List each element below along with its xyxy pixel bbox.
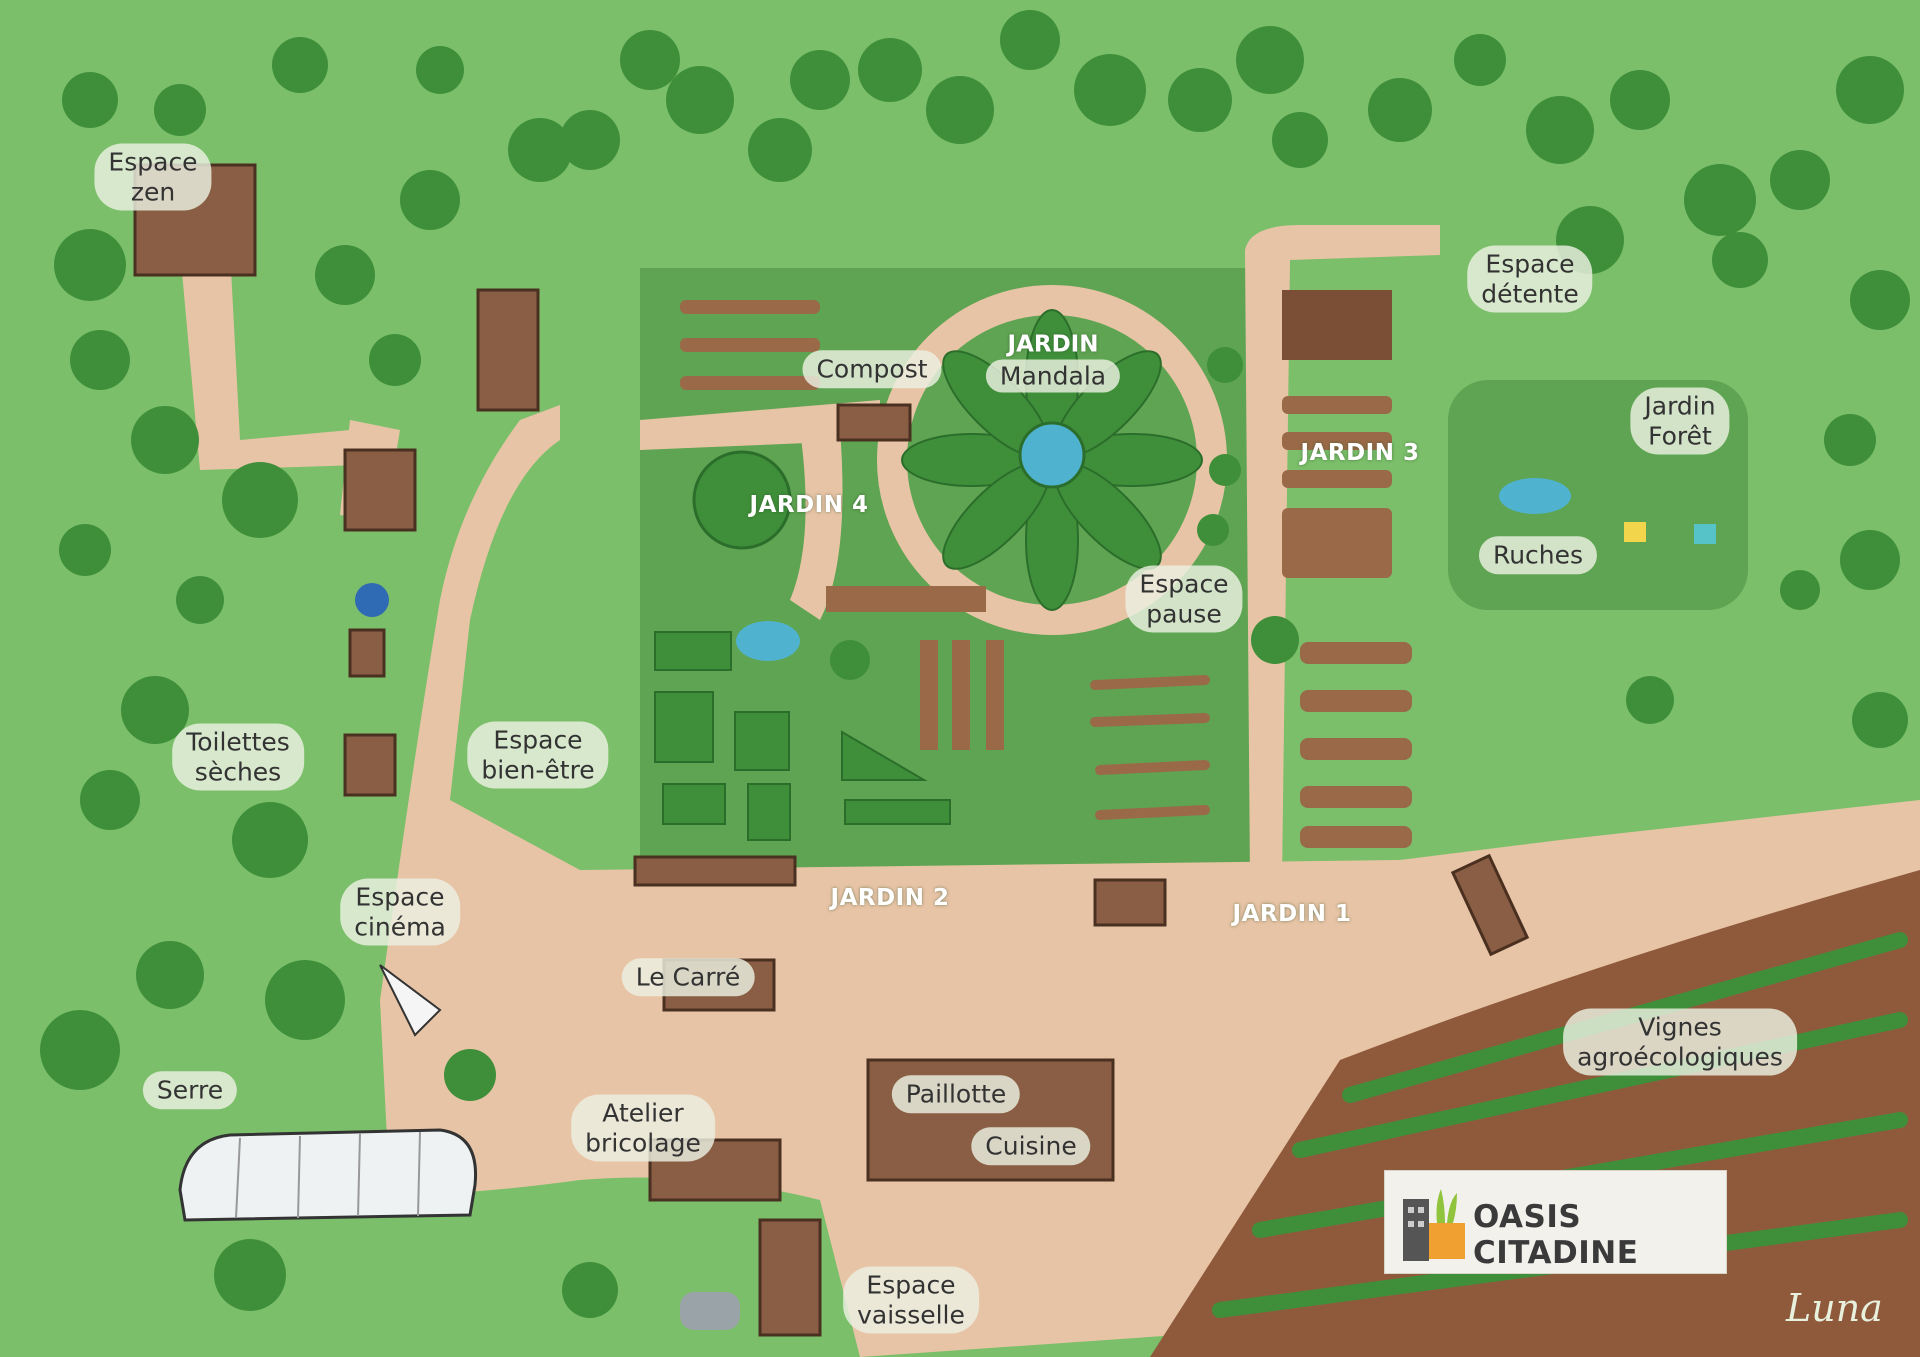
jardin4-pond <box>736 621 800 661</box>
logo-text: OASIS CITADINE <box>1473 1199 1639 1271</box>
label-espace-vaisselle[interactable]: Espace vaisselle <box>843 1266 979 1334</box>
label-serre[interactable]: Serre <box>142 1071 238 1109</box>
artist-signature: Luna <box>1786 1286 1883 1330</box>
label-line: pause <box>1146 599 1222 628</box>
mandala-pond <box>1018 421 1086 489</box>
label-line: cinéma <box>354 912 446 941</box>
jardin4-round-bed <box>692 450 792 550</box>
label-line: bien-être <box>481 755 595 784</box>
garden-title: JARDIN <box>1007 331 1099 358</box>
cinema-screen <box>379 964 442 1037</box>
label-atelier-bricolage[interactable]: Atelier bricolage <box>571 1094 715 1162</box>
label-toilettes-seches[interactable]: Toilettes sèches <box>172 723 304 791</box>
mandala-path-ring <box>877 285 1227 635</box>
mandala-garden <box>901 309 1203 611</box>
label-text: Compost <box>816 354 928 384</box>
jardin4-beds <box>654 631 791 841</box>
label-line: Espace <box>108 147 198 177</box>
label-jardin-1[interactable]: JARDIN 1 <box>1232 901 1352 927</box>
label-paillotte[interactable]: Paillotte <box>891 1075 1021 1113</box>
label-line: Forêt <box>1648 421 1712 450</box>
label-line: Jardin <box>1644 391 1716 421</box>
label-jardin-3[interactable]: JARDIN 3 <box>1300 440 1420 466</box>
label-jardin-2[interactable]: JARDIN 2 <box>830 885 950 911</box>
water-tank <box>680 1292 740 1330</box>
label-line: bricolage <box>585 1128 701 1157</box>
label-line: Espace <box>493 725 583 755</box>
label-line: Espace <box>355 882 445 912</box>
logo-icon <box>1403 1189 1465 1261</box>
water-tank <box>355 583 389 617</box>
label-espace-pause[interactable]: Espace pause <box>1125 565 1243 633</box>
label-line: Espace <box>1139 569 1229 599</box>
jardin4-rows <box>680 300 820 390</box>
label-text: Ruches <box>1492 540 1584 570</box>
label-line: zen <box>130 177 176 206</box>
label-vignes[interactable]: Vignes agroécologiques <box>1563 1008 1797 1076</box>
label-line: Toilettes <box>186 727 290 757</box>
oasis-citadine-logo: OASIS CITADINE <box>1384 1170 1727 1274</box>
label-espace-detente[interactable]: Espace détente <box>1467 245 1593 313</box>
garden-name: Mandala <box>985 359 1121 393</box>
label-espace-zen[interactable]: Espace zen <box>94 143 212 211</box>
label-le-carre[interactable]: Le Carré <box>621 958 755 996</box>
jardin2-beds <box>826 586 1004 825</box>
label-text: Cuisine <box>985 1131 1077 1161</box>
label-espace-bien-etre[interactable]: Espace bien-être <box>467 721 609 789</box>
label-line: Vignes <box>1638 1012 1722 1042</box>
forest-pond <box>1499 478 1571 514</box>
trees <box>40 10 1910 1318</box>
beehive <box>1624 522 1646 542</box>
greenhouse <box>178 1128 478 1222</box>
label-text: Serre <box>156 1075 224 1105</box>
label-compost[interactable]: Compost <box>802 350 942 388</box>
jardin3-rows <box>1282 290 1412 848</box>
label-line: Espace <box>866 1270 956 1300</box>
label-line: vaisselle <box>857 1300 965 1329</box>
label-jardin-4[interactable]: JARDIN 4 <box>749 492 869 518</box>
beehive <box>1694 524 1716 544</box>
label-jardin-mandala[interactable]: JARDIN Mandala <box>985 331 1121 393</box>
label-cuisine[interactable]: Cuisine <box>971 1127 1091 1165</box>
label-text: Le Carré <box>635 962 741 992</box>
jardin1-rows <box>1090 675 1210 820</box>
label-line: Atelier <box>602 1098 684 1128</box>
label-ruches[interactable]: Ruches <box>1478 536 1598 574</box>
label-line: sèches <box>194 757 282 786</box>
label-espace-cinema[interactable]: Espace cinéma <box>340 878 460 946</box>
label-line: détente <box>1481 279 1579 308</box>
label-line: Espace <box>1485 249 1575 279</box>
label-line: agroécologiques <box>1577 1042 1783 1071</box>
label-text: Paillotte <box>905 1079 1007 1109</box>
label-jardin-foret[interactable]: Jardin Forêt <box>1630 387 1730 455</box>
